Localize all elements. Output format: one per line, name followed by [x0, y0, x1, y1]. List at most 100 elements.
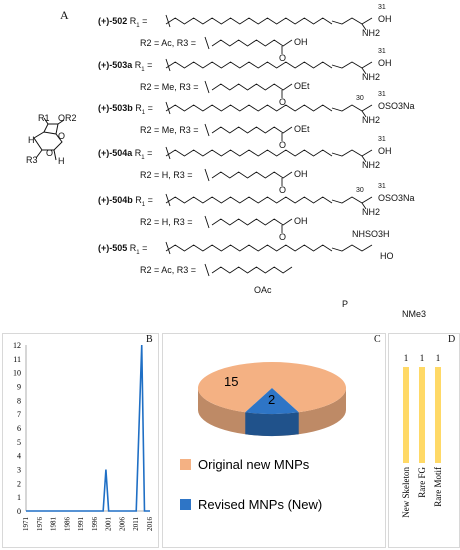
legend-swatch	[180, 499, 191, 510]
core-h1: H	[28, 135, 35, 145]
amine-2: NH2	[362, 115, 381, 125]
core-r1: R1	[38, 113, 50, 123]
amine-0: NH2	[362, 28, 381, 38]
bar	[419, 367, 425, 463]
core-o1: O	[58, 131, 66, 141]
end-group-2: OSO3Na	[378, 101, 415, 111]
compound-id-1: (+)-503a R1 =	[98, 60, 153, 73]
panel-label-c: C	[374, 334, 381, 345]
x-tick-label: 2016	[146, 517, 154, 532]
end-group-505: HO	[380, 251, 394, 261]
panel-b-line-chart	[2, 333, 159, 548]
c30-label-2: 30	[356, 95, 364, 102]
r23-label-0: R2 = Ac, R3 =	[140, 38, 197, 48]
y-tick-label: 1	[17, 493, 21, 502]
r3-carbonyl-o-3: O	[279, 185, 287, 195]
y-tick-label: 0	[17, 507, 21, 516]
core-skeleton	[33, 117, 65, 161]
end-group-3: OH	[378, 146, 392, 156]
bar	[403, 367, 409, 463]
bar	[435, 367, 441, 463]
r23-label-1: R2 = Me, R3 =	[140, 82, 199, 92]
y-tick-label: 9	[17, 383, 21, 392]
pie-side-wall	[198, 388, 346, 436]
r23-label-2: R2 = Me, R3 =	[140, 125, 199, 135]
r1-chain-4	[165, 193, 373, 210]
y-tick-label: 10	[13, 369, 21, 378]
x-tick-label: 1981	[50, 517, 58, 532]
r1-chain-3	[165, 146, 373, 163]
c31-label-4: 31	[378, 183, 386, 190]
pie-label-original: 15	[224, 374, 238, 389]
legend-swatch	[180, 459, 191, 470]
bar-category-label: Rare FG	[417, 467, 427, 498]
compound-id-2: (+)-503b R1 =	[98, 103, 153, 116]
amine-1: NH2	[362, 72, 381, 82]
bar-value-label: 1	[436, 353, 441, 363]
line-series	[26, 344, 150, 512]
nme3-505: NMe3	[402, 309, 427, 319]
legend-label: Revised MNPs (New)	[198, 497, 322, 512]
r23-label-4: R2 = H, R3 =	[140, 217, 193, 227]
core-r3: R3	[26, 155, 38, 165]
r3-end-3: OH	[294, 169, 308, 179]
bar-category-label: New Skeleton	[401, 467, 411, 518]
y-tick-label: 5	[17, 438, 21, 447]
p-505: P	[342, 299, 349, 309]
oac-505: OAc	[254, 285, 272, 295]
amine-4: NH2	[362, 207, 381, 217]
x-tick-label: 2006	[118, 517, 126, 532]
r3-chain-3	[204, 168, 293, 186]
r3-chain-5	[204, 263, 293, 277]
compound-id-4: (+)-504b R1 =	[98, 195, 153, 208]
x-tick-label: 2011	[132, 517, 140, 531]
amine-505: NHSO3H	[352, 229, 390, 239]
pie-slice-side-revised	[245, 412, 299, 436]
r3-end-0: OH	[294, 37, 308, 47]
compound-id-0: (+)-502 R1 =	[98, 16, 148, 29]
x-tick-label: 1971	[22, 517, 30, 532]
c31-label-3: 31	[378, 136, 386, 143]
panel-label-d: D	[448, 334, 456, 345]
core-or2: OR2	[58, 113, 77, 123]
r3-end-2: OEt	[294, 124, 310, 134]
end-group-0: OH	[378, 14, 392, 24]
c31-label-0: 31	[378, 4, 386, 11]
end-group-4: OSO3Na	[378, 193, 415, 203]
panel-label-b: B	[146, 334, 153, 345]
core-o2: O	[46, 148, 54, 158]
r3-end-1: OEt	[294, 81, 310, 91]
amine-3: NH2	[362, 160, 381, 170]
legend-label: Original new MNPs	[198, 457, 310, 472]
r3-chain-1	[204, 80, 293, 98]
x-tick-label: 1991	[77, 517, 85, 532]
r1-chain-0	[165, 14, 373, 31]
core-h2: H	[58, 156, 65, 166]
c30-label-4: 30	[356, 187, 364, 194]
y-tick-label: 3	[17, 466, 21, 475]
y-tick-label: 8	[17, 396, 21, 405]
bar-category-label: Rare Motif	[433, 467, 443, 507]
pie-slice-revised	[245, 388, 299, 414]
y-tick-label: 12	[13, 341, 21, 350]
r3-carbonyl-o-1: O	[279, 97, 287, 107]
y-tick-label: 2	[17, 479, 21, 488]
structures-figure	[33, 14, 373, 277]
x-tick-label: 1996	[91, 517, 99, 532]
y-tick-label: 7	[17, 410, 21, 419]
c31-label-2: 31	[378, 91, 386, 98]
r1-chain-5	[165, 241, 373, 255]
x-tick-label: 2001	[105, 517, 113, 532]
pie-slice-original	[198, 362, 347, 413]
pie-label-revised: 2	[268, 392, 275, 407]
x-tick-label: 1986	[63, 517, 71, 532]
r3-carbonyl-o-4: O	[279, 232, 287, 242]
y-tick-label: 11	[13, 355, 21, 364]
y-tick-label: 4	[17, 452, 21, 461]
y-tick-label: 6	[17, 424, 21, 433]
c31-label-1: 31	[378, 48, 386, 55]
r3-end-4: OH	[294, 216, 308, 226]
